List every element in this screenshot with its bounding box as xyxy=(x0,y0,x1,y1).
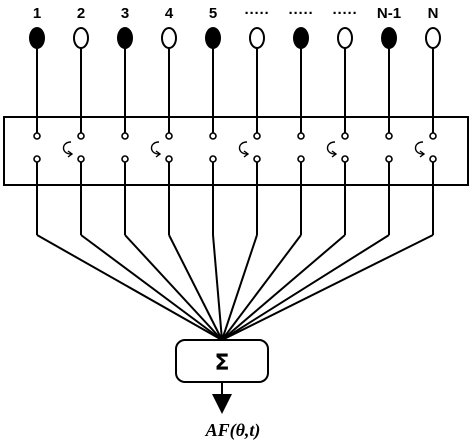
element-label-8: ····· xyxy=(333,5,358,22)
switch-terminal-bottom-6 xyxy=(253,155,261,163)
combine-line-2 xyxy=(80,234,223,341)
combine-line-5 xyxy=(212,234,223,341)
switch-terminal-bottom-3 xyxy=(121,155,129,163)
combine-line-4 xyxy=(168,234,223,341)
array-element-2 xyxy=(73,27,89,49)
switch-terminal-top-2 xyxy=(77,132,85,140)
array-element-8 xyxy=(337,27,353,49)
switch-arrowhead-icon-6 xyxy=(243,150,250,158)
switch-terminal-top-10 xyxy=(429,132,437,140)
array-element-10 xyxy=(425,27,441,49)
combine-line-9 xyxy=(221,234,390,341)
switch-terminal-top-8 xyxy=(341,132,349,140)
element-label-2: 2 xyxy=(77,5,85,22)
switch-arrowhead-icon-10 xyxy=(419,150,426,158)
element-label-5: 5 xyxy=(209,5,217,22)
switch-arrow-icon-2 xyxy=(62,141,72,155)
element-label-9: N-1 xyxy=(377,5,401,22)
switch-arrowhead-icon-2 xyxy=(67,150,74,158)
switch-arrow-icon-6 xyxy=(238,141,248,155)
switch-arrowhead-icon-4 xyxy=(155,150,162,158)
array-element-9 xyxy=(381,27,397,49)
switch-terminal-bottom-5 xyxy=(209,155,217,163)
switch-arrow-icon-10 xyxy=(414,141,424,155)
switch-terminal-top-6 xyxy=(253,132,261,140)
combine-line-6 xyxy=(221,234,258,341)
switch-arrow-icon-4 xyxy=(150,141,160,155)
element-label-4: 4 xyxy=(165,5,174,22)
switch-terminal-top-5 xyxy=(209,132,217,140)
element-label-3: 3 xyxy=(121,5,129,22)
switch-arrowhead-icon-8 xyxy=(331,150,338,158)
element-label-1: 1 xyxy=(33,5,41,22)
switch-terminal-bottom-8 xyxy=(341,155,349,163)
switch-terminal-bottom-4 xyxy=(165,155,173,163)
array-element-7 xyxy=(293,27,309,49)
combine-line-10 xyxy=(221,234,434,341)
switch-terminal-bottom-10 xyxy=(429,155,437,163)
element-label-6: ····· xyxy=(245,5,270,22)
switch-terminal-bottom-7 xyxy=(297,155,305,163)
array-element-6 xyxy=(249,27,265,49)
switch-terminal-bottom-2 xyxy=(77,155,85,163)
combine-line-7 xyxy=(221,234,302,341)
array-element-3 xyxy=(117,27,133,49)
array-element-4 xyxy=(161,27,177,49)
element-label-7: ····· xyxy=(289,5,314,22)
output-label: AF(θ,t) xyxy=(205,420,261,441)
switch-terminal-bottom-1 xyxy=(33,155,41,163)
element-label-10: N xyxy=(428,5,439,22)
combine-line-8 xyxy=(221,234,346,341)
switch-terminal-top-3 xyxy=(121,132,129,140)
switch-terminal-top-4 xyxy=(165,132,173,140)
array-element-1 xyxy=(29,27,45,49)
combine-line-3 xyxy=(124,234,223,341)
combine-line-1 xyxy=(36,234,223,341)
switch-terminal-top-1 xyxy=(33,132,41,140)
switch-box xyxy=(3,116,469,186)
switch-terminal-bottom-9 xyxy=(385,155,393,163)
switch-arrow-icon-8 xyxy=(326,141,336,155)
summer-symbol: Σ xyxy=(214,351,229,376)
switch-terminal-top-9 xyxy=(385,132,393,140)
switch-terminal-top-7 xyxy=(297,132,305,140)
array-element-5 xyxy=(205,27,221,49)
